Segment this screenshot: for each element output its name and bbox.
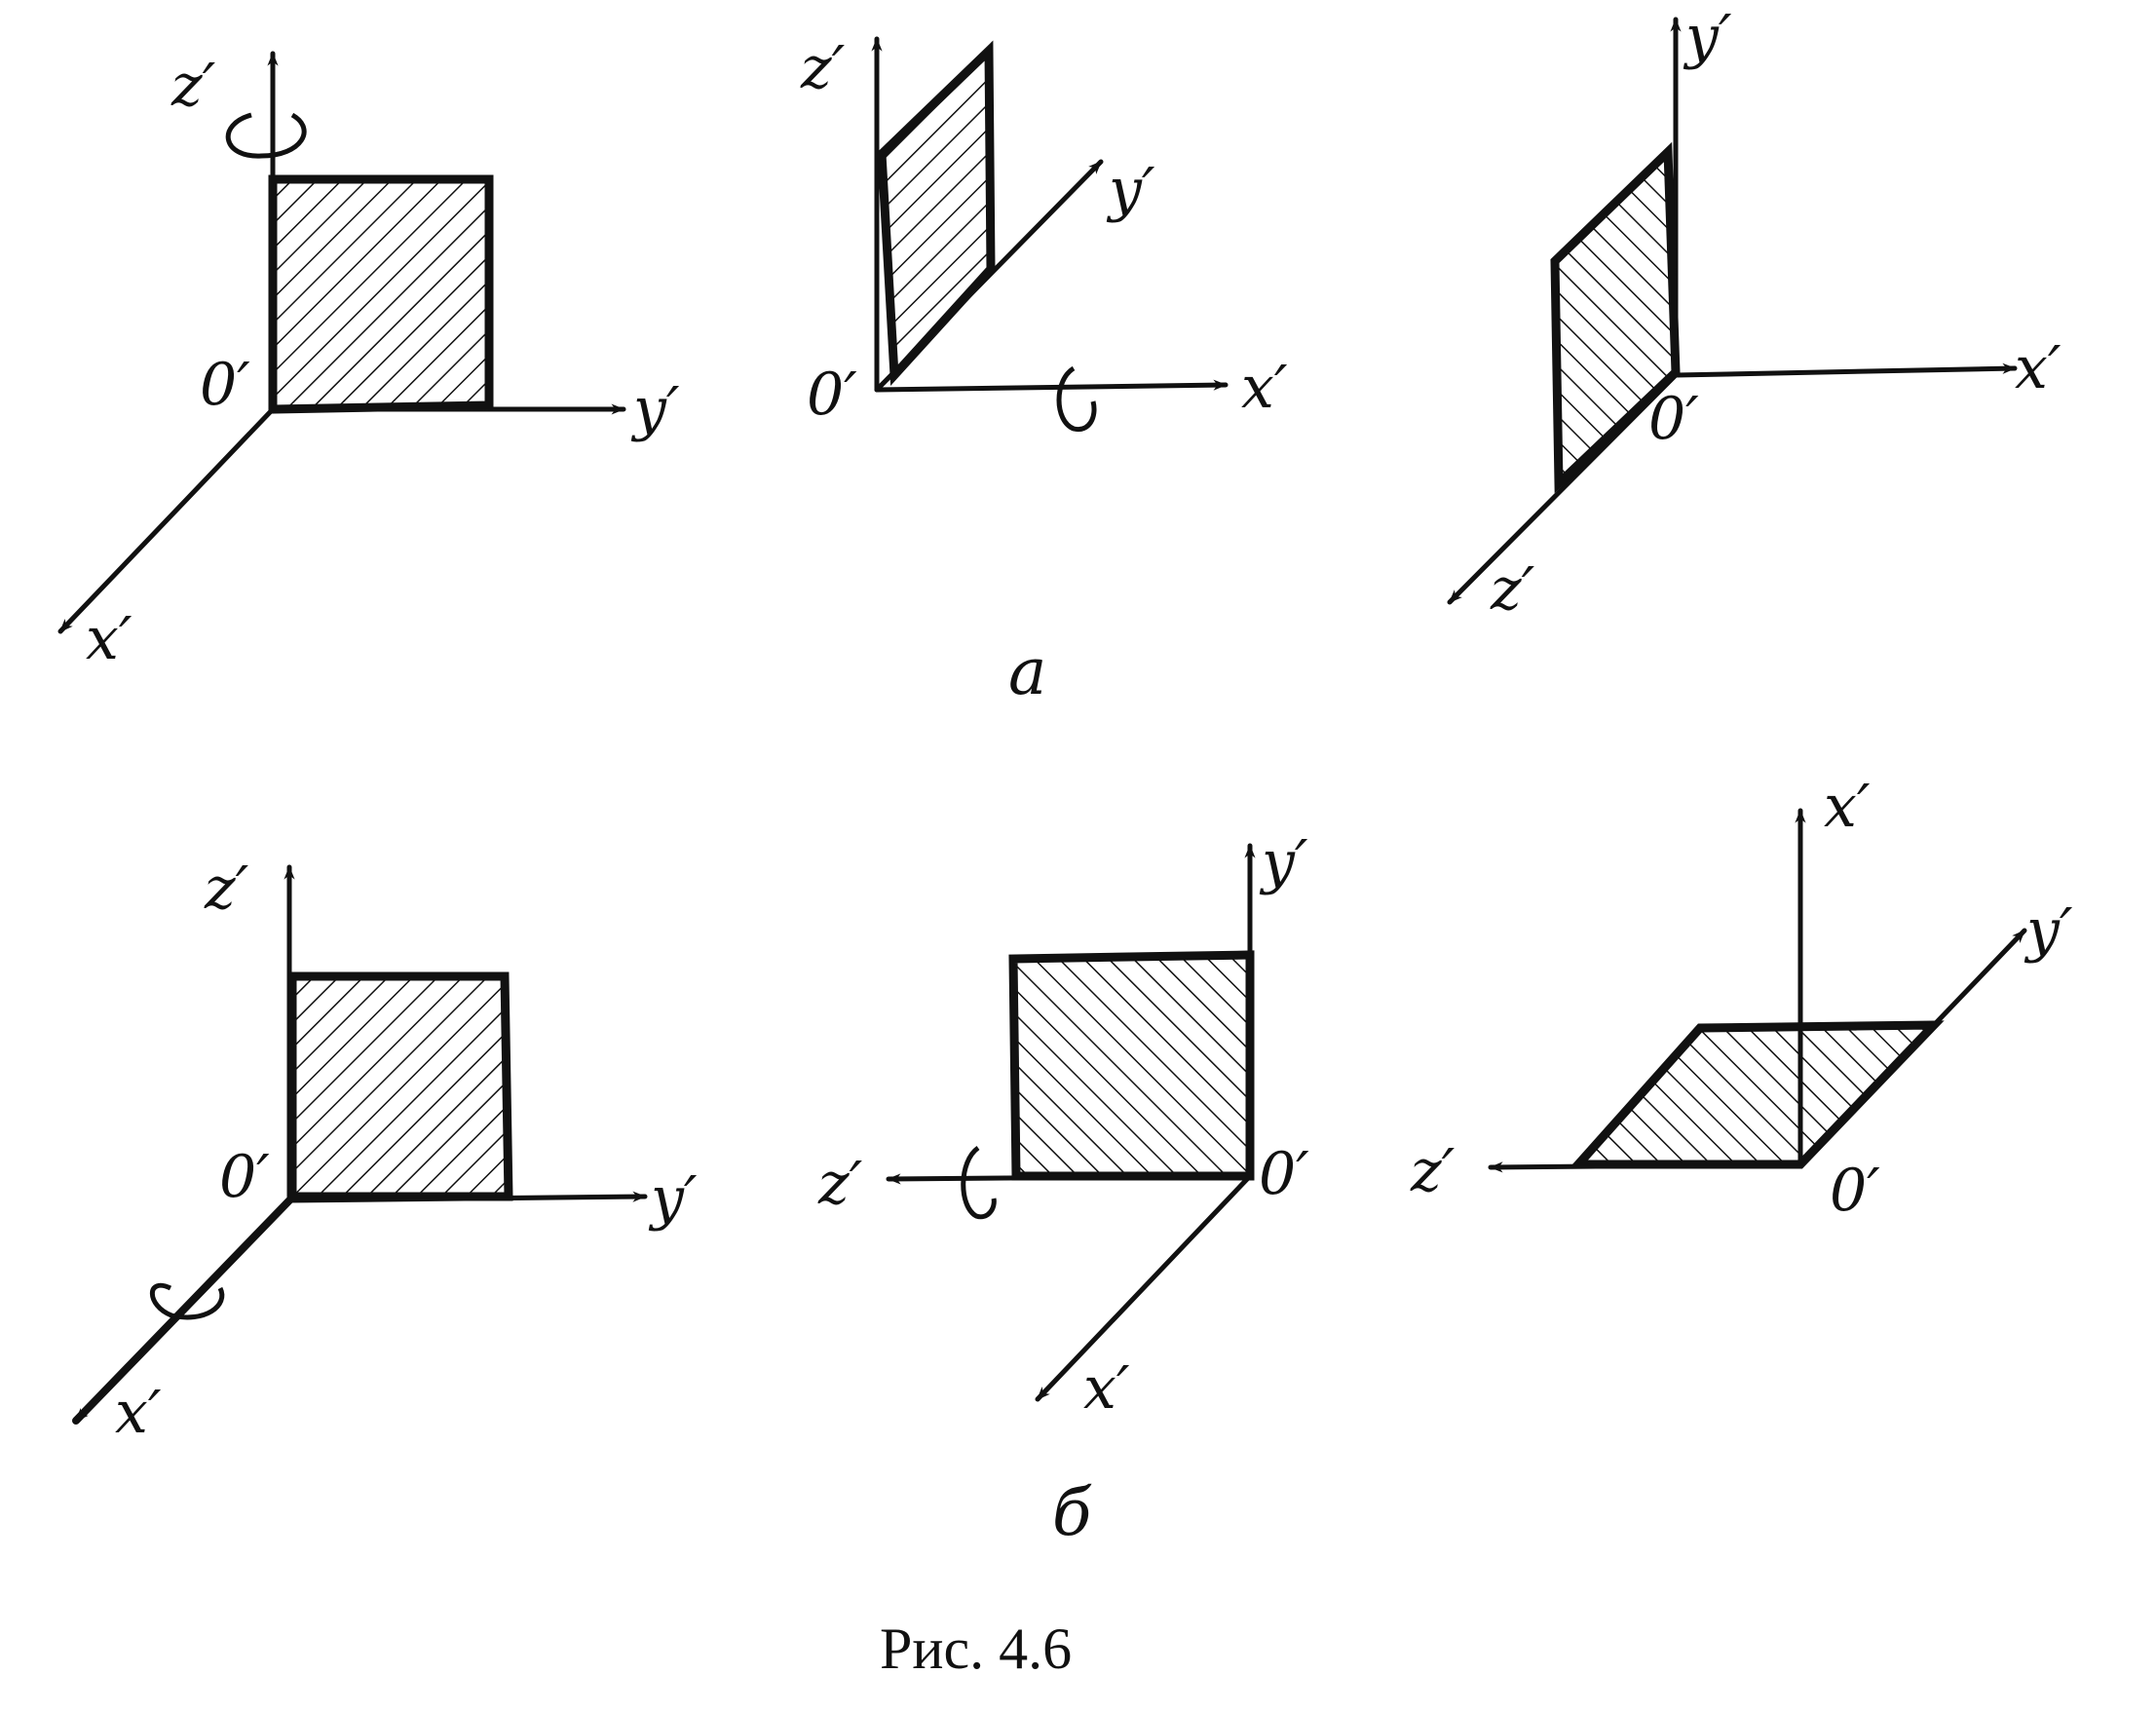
x-axis (57, 406, 276, 634)
label-y: y′ (1259, 828, 1308, 896)
rotation-arrow-icon (225, 112, 307, 159)
x-axis (874, 379, 1229, 393)
label-y: y′ (1106, 156, 1155, 224)
label-y: y′ (2024, 896, 2073, 965)
panel-b2: y′ z′ x′ 0′ (817, 828, 1309, 1423)
label-x: x′ (115, 1379, 162, 1447)
panel-b3: x′ y′ z′ 0′ (1410, 773, 2073, 1225)
label-y: y′ (648, 1164, 698, 1233)
label-origin: 0′ (1830, 1157, 1880, 1225)
hatched-parallelogram (877, 40, 996, 386)
panel-a2: z′ y′ x′ 0′ (800, 34, 1288, 433)
figure-caption: Рис. 4.6 (880, 1617, 1072, 1681)
x-axis (72, 1197, 293, 1425)
label-y: y′ (630, 375, 680, 443)
rotation-arrow-icon (149, 1282, 225, 1320)
x-axis (1035, 1173, 1253, 1402)
panel-a3: y′ x′ z′ 0′ (1447, 3, 2061, 624)
label-x: x′ (1824, 773, 1871, 841)
label-origin: 0′ (1259, 1140, 1309, 1208)
label-origin: 0′ (200, 351, 250, 419)
label-y: y′ (1683, 3, 1732, 71)
row-label-b: б (1052, 1475, 1092, 1550)
label-x: x′ (1241, 354, 1288, 422)
rotation-arrow-icon (1056, 365, 1097, 433)
label-z: z′ (817, 1150, 863, 1218)
hatched-square (287, 971, 513, 1201)
hatched-square (1008, 950, 1255, 1181)
label-z: z′ (1490, 555, 1535, 624)
label-z: z′ (170, 52, 216, 120)
hatched-parallelogram (1568, 1020, 1945, 1169)
label-z: z′ (1410, 1137, 1456, 1205)
label-origin: 0′ (1648, 385, 1699, 453)
label-z: z′ (204, 855, 249, 923)
label-x: x′ (1083, 1354, 1130, 1423)
panel-a1: z′ y′ x′ 0′ (57, 51, 680, 673)
rotation-arrow-icon (961, 1145, 997, 1220)
panel-b1: z′ y′ x′ 0′ (72, 855, 698, 1447)
label-origin: 0′ (807, 361, 857, 429)
hatched-parallelogram (1550, 141, 1681, 494)
label-z: z′ (800, 34, 846, 102)
x-axis (1673, 362, 2018, 378)
hatched-square (268, 174, 494, 414)
label-x: x′ (86, 605, 132, 673)
row-label-a: a (1008, 634, 1046, 709)
label-origin: 0′ (219, 1143, 270, 1211)
label-x: x′ (2015, 334, 2061, 402)
